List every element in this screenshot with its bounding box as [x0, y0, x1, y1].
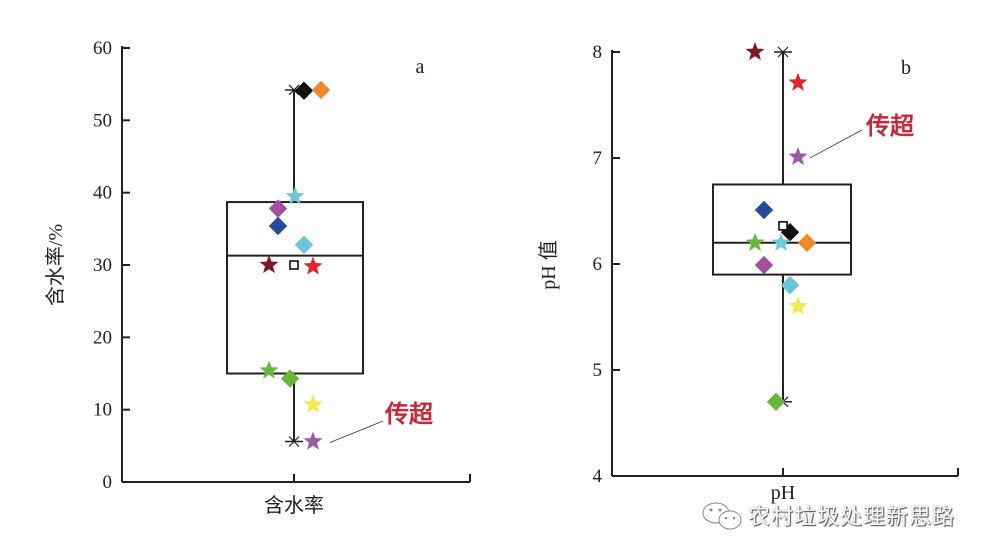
panel-a-min-cross-marker	[288, 436, 300, 447]
panel-a-star-point	[259, 255, 279, 274]
panel-a-box	[226, 201, 364, 375]
panel-b-x-axis-title: pH	[771, 482, 795, 504]
panel-b-star-point	[788, 146, 808, 165]
panel-a-x-axis-title: 含水率	[264, 494, 324, 517]
panel-a-diamond-point	[268, 216, 288, 236]
panel-b-diamond-point	[754, 200, 774, 220]
panel-b-diamond-point	[754, 255, 774, 275]
panel-b-callout-label: 传超	[865, 113, 915, 140]
panel-a-mean-marker	[289, 260, 299, 270]
panel-b-diamond-point	[780, 276, 800, 295]
panel-b-star-point	[771, 232, 791, 251]
panel-b-y-tick-label: 4	[593, 466, 603, 487]
panel-b-mean-marker	[778, 221, 788, 231]
panel-b-star-point	[788, 72, 808, 91]
panel-a-y-tick-label: 30	[93, 255, 112, 276]
panel-a-diamond-point	[294, 81, 314, 100]
wechat-icon	[702, 502, 742, 530]
panel-a-diamond-point	[280, 369, 300, 388]
panel-a-y-axis-title: 含水率/%	[44, 224, 67, 306]
panel-a-y-tick-label: 60	[93, 38, 112, 59]
panel-b-box	[712, 183, 852, 276]
panel-b-star-point	[788, 296, 808, 315]
panel-b-star-point	[745, 42, 765, 61]
panel-a-star-point	[303, 256, 323, 275]
panel-b-y-tick-label: 7	[593, 148, 603, 169]
panel-a-callout-line	[329, 420, 384, 443]
panel-a-diamond-point	[311, 80, 331, 100]
panel-a-diamond-point	[294, 235, 314, 254]
watermark-text: 农村垃圾处理新思路	[748, 505, 956, 530]
panel-b-panel-label: b	[901, 57, 911, 79]
panel-a-max-cross-marker	[288, 84, 300, 96]
panel-b-y-tick-label: 8	[593, 42, 603, 63]
panel-a-y-tick-label: 40	[93, 183, 112, 204]
panel-b-y-axis-title: pH 值	[537, 240, 560, 289]
panel-b-star-point	[745, 232, 765, 251]
panel-a-diamond-point	[268, 199, 288, 218]
panel-b-diamond-point	[766, 392, 786, 411]
panel-a-star-point	[285, 186, 305, 205]
panel-b-callout-line	[809, 129, 863, 159]
panel-a-y-tick-label: 20	[93, 327, 112, 348]
panel-a-y-tick-label: 10	[93, 400, 112, 421]
panel-b-diamond-point	[797, 233, 817, 252]
panel-b-y-tick-label: 6	[593, 254, 603, 275]
panel-a-star-point	[259, 360, 279, 379]
panel-b-y-tick-label: 5	[593, 360, 603, 381]
panel-a-panel-label: a	[416, 56, 425, 78]
panel-a-y-tick-label: 50	[93, 110, 112, 131]
panel-a-callout-label: 传超	[384, 401, 434, 428]
panel-b-max-cross-marker	[777, 46, 789, 58]
panel-a-y-tick-label: 0	[103, 472, 113, 493]
panel-a-star-point	[303, 394, 323, 413]
panel-a-star-point	[303, 431, 323, 450]
